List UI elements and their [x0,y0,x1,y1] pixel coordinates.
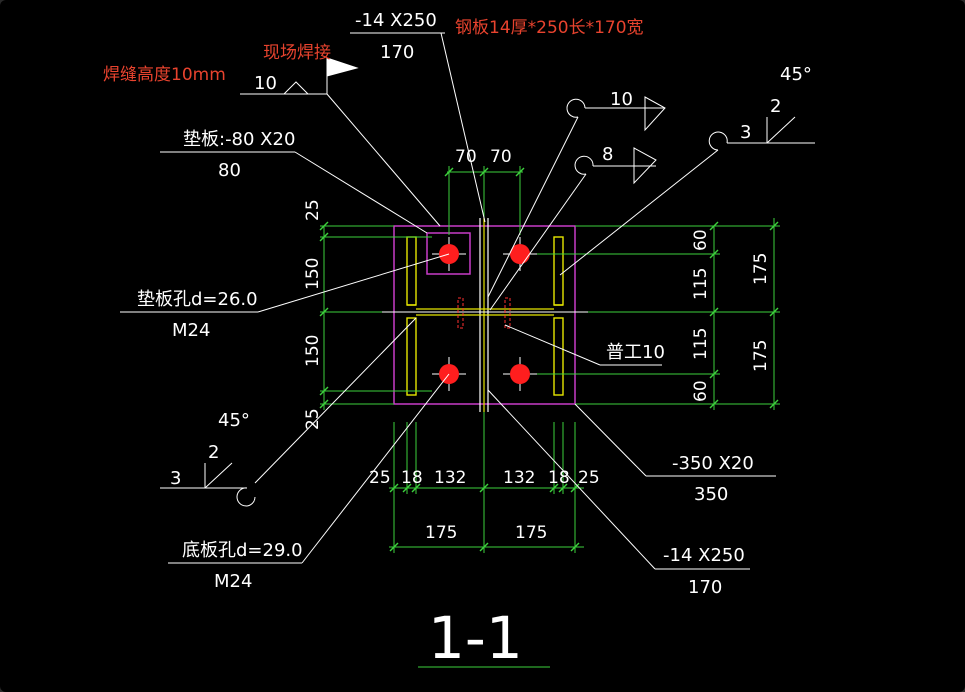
dim-bottom2-2: 175 [515,523,547,543]
section-title: 1-1 [428,604,523,672]
dimension-ticks [319,167,779,552]
dim-bottom-2: 18 [401,468,423,488]
channel-label: 普工10 [606,342,665,363]
dim-bottom-6: 25 [578,468,600,488]
base-spec-sub: 350 [694,484,728,505]
leader-lines [120,32,815,570]
base-spec: -350 X20 [672,453,754,474]
dim-left-4: 25 [303,408,323,430]
dim-left-1: 25 [303,199,323,221]
dim-bottom-1: 25 [369,468,391,488]
dim-right-inner-4: 60 [691,380,711,402]
dim-right-outer-2: 175 [751,340,771,372]
annotation-labels: -14 X250 170 钢板14厚*250长*170宽 现场焊接 焊缝高度10… [103,10,812,598]
weld-height-note: 焊缝高度10mm [103,65,226,85]
weld-sym-2-top: 2 [770,96,781,117]
dim-bottom-4: 132 [503,468,535,488]
base-hole: 底板孔d=29.0 [182,540,303,561]
plate-note-cn: 钢板14厚*250长*170宽 [455,18,644,38]
stiffener-left-bottom [406,317,417,396]
pad-hole-sub: M24 [172,320,210,341]
dim-bottom2-1: 175 [425,523,457,543]
base-hole-sub: M24 [214,571,252,592]
dim-right-outer-1: 175 [751,253,771,285]
weld-mark-left [457,297,464,329]
weld-sym-2-left: 2 [208,442,219,463]
dim-left-2: 150 [303,258,323,290]
dim-left-3: 150 [303,335,323,367]
dimension-labels: 70 70 25 150 150 25 60 115 115 60 175 17… [303,147,771,543]
pad-spec: 垫板:-80 X20 [183,129,295,150]
weld-sym-3-top: 3 [740,122,751,143]
dim-top-2: 70 [490,147,512,167]
weld-sym-8: 8 [602,144,613,165]
stiffener-right-top [553,236,564,306]
bolt-top-right [503,237,537,271]
stiffener-left-top [406,236,417,306]
dim-right-inner-2: 115 [691,268,711,300]
bolt-bottom-right [503,357,537,391]
weld-sym-3-left: 3 [170,468,181,489]
plate-spec-bottom: -14 X250 [663,545,745,566]
base-plate-group [382,218,588,412]
angle-left: 45° [218,410,250,431]
dim-bottom-3: 132 [434,468,466,488]
dim-right-inner-3: 115 [691,328,711,360]
weld-mark-right [504,297,511,329]
plate-spec-top: -14 X250 [355,10,437,31]
plate-spec-top-sub: 170 [380,42,414,63]
dim-right-inner-1: 60 [691,229,711,251]
pad-spec-sub: 80 [218,160,241,181]
angle-top: 45° [780,64,812,85]
stiffener-right-bottom [553,317,564,396]
weld-size-top: 10 [254,73,277,94]
dim-top-1: 70 [455,147,477,167]
pad-hole: 垫板孔d=26.0 [137,289,258,310]
dim-bottom-5: 18 [548,468,570,488]
weld-sym-10: 10 [610,89,633,110]
plate-spec-bottom-sub: 170 [688,577,722,598]
field-weld-note: 现场焊接 [263,43,331,63]
